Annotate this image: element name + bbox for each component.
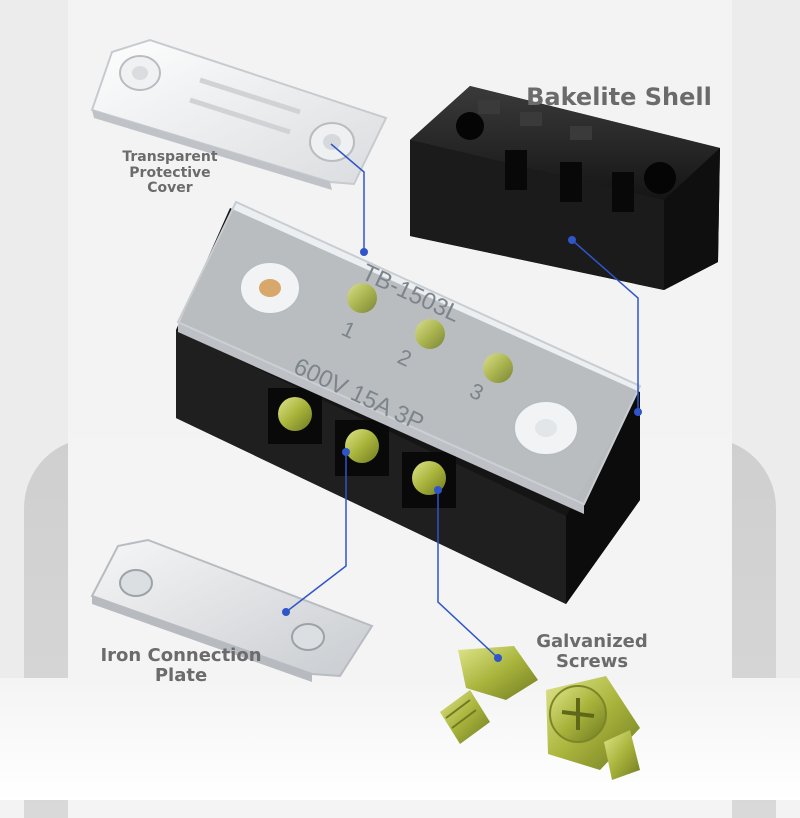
label-galvanized-screws: Galvanized Screws (526, 631, 658, 673)
pointer-lines (282, 143, 642, 662)
pointer-dot-screws (494, 654, 502, 662)
pointer-line-cover (330, 143, 365, 252)
background-floor (0, 678, 800, 800)
label-transparent-cover: Transparent Protective Cover (112, 149, 228, 197)
label-screws-line-2: Screws (555, 651, 629, 673)
label-cover-line-1: Transparent (122, 149, 218, 165)
pointer-dot-shell-top (568, 236, 576, 244)
label-screws-line-1: Galvanized (536, 631, 648, 652)
pointer-line-screws (437, 490, 499, 659)
terminal-block: TB-1503L 1 2 3 600V 15A 3P (176, 200, 642, 604)
transparent-cover-part (90, 38, 388, 190)
label-bakelite-shell: Bakelite Shell (526, 83, 712, 111)
pointer-line-shell (571, 239, 639, 412)
product-illustration: TB-1503L 1 2 3 600V 15A 3P (90, 38, 720, 780)
pointer-line-plate (285, 452, 347, 613)
label-cover-line-3: Cover (147, 180, 193, 197)
bakelite-shell-part (410, 86, 720, 290)
pointer-dot-shell (634, 408, 642, 416)
pointer-dot-plate-top (342, 448, 350, 456)
label-plate-line-1: Iron Connection (100, 645, 262, 666)
label-iron-plate: Iron Connection Plate (96, 645, 266, 687)
product-image: TB-1503L 1 2 3 600V 15A 3P (0, 38, 800, 818)
iron-plate-part (90, 538, 374, 682)
label-plate-line-2: Plate (154, 665, 208, 687)
pointer-dot-plate (282, 608, 290, 616)
pointer-dot-screws-top (434, 486, 442, 494)
galvanized-screws-part (440, 646, 640, 780)
label-cover-line-2: Protective (129, 164, 211, 181)
pointer-dot-cover (360, 248, 368, 256)
